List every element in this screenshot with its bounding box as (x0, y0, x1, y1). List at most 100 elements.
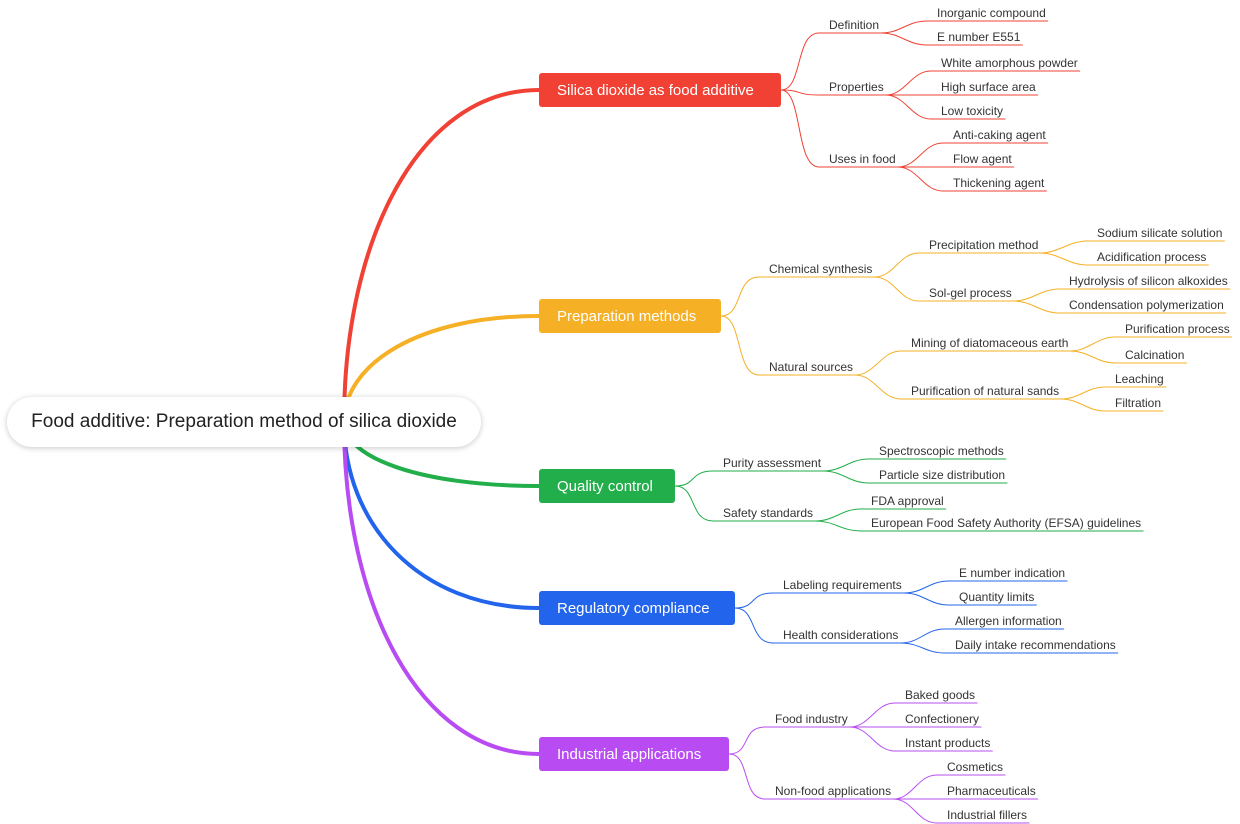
node-pharmaceuticals[interactable]: Pharmaceuticals (947, 784, 1036, 798)
link-daily-intake-recommendations (899, 642, 1119, 654)
node-mining-of-diatomaceous-earth[interactable]: Mining of diatomaceous earth (911, 336, 1069, 350)
node-labeling-requirements[interactable]: Labeling requirements (783, 578, 902, 592)
link-safety-standards (674, 485, 816, 522)
node-e-number-indication[interactable]: E number indication (959, 566, 1066, 580)
root-node[interactable]: Food additive: Preparation method of sil… (7, 397, 481, 447)
node-spectroscopic-methods[interactable]: Spectroscopic methods (879, 444, 1004, 458)
link-fda-approval (814, 508, 947, 522)
link-leaching (1060, 386, 1167, 400)
node-safety-standards[interactable]: Safety standards (723, 506, 814, 520)
branch-label: Quality control (557, 477, 653, 495)
node-hydrolysis-of-silicon-alkoxides[interactable]: Hydrolysis of silicon alkoxides (1069, 274, 1228, 288)
link-spectroscopic-methods (822, 458, 1007, 472)
node-confectionery[interactable]: Confectionery (905, 712, 980, 726)
link-definition (780, 32, 882, 91)
branch-node-preparation-methods[interactable]: Preparation methods (539, 299, 721, 333)
link-purification-of-natural-sands (854, 374, 1062, 400)
node-fda-approval[interactable]: FDA approval (871, 494, 944, 508)
node-food-industry[interactable]: Food industry (775, 712, 848, 726)
node-daily-intake-recommendations[interactable]: Daily intake recommendations (955, 638, 1116, 652)
link-low-toxicity (885, 94, 1006, 120)
node-non-food-applications[interactable]: Non-food applications (775, 784, 892, 798)
link-particle-size-distribution (822, 470, 1008, 484)
node-condensation-polymerization[interactable]: Condensation polymerization (1069, 298, 1224, 312)
node-baked-goods[interactable]: Baked goods (905, 688, 976, 702)
link-e-number-e551 (880, 32, 1023, 46)
link-non-food-applications (728, 753, 894, 800)
node-leaching[interactable]: Leaching (1115, 372, 1164, 386)
link-e-number-indication (903, 580, 1068, 594)
node-anti-caking-agent[interactable]: Anti-caking agent (953, 128, 1046, 142)
node-european-food-safety-authority-efsa-guidelines[interactable]: European Food Safety Authority (EFSA) gu… (871, 516, 1142, 530)
node-cosmetics[interactable]: Cosmetics (947, 760, 1004, 774)
link-uses-in-food (780, 89, 899, 168)
link-instant-products (849, 726, 993, 752)
branch-node-regulatory-compliance[interactable]: Regulatory compliance (539, 591, 735, 625)
node-e-number-e551[interactable]: E number E551 (937, 30, 1021, 44)
node-properties[interactable]: Properties (829, 80, 884, 94)
node-purification-process[interactable]: Purification process (1125, 322, 1230, 336)
branch-node-quality-control[interactable]: Quality control (539, 469, 675, 503)
link-calcination (1069, 350, 1187, 364)
branch-label: Industrial applications (557, 745, 702, 763)
node-definition[interactable]: Definition (829, 18, 880, 32)
node-inorganic-compound[interactable]: Inorganic compound (937, 6, 1046, 20)
branch-link-silica-dioxide-as-food-additive (342, 88, 541, 424)
root-label: Food additive: Preparation method of sil… (31, 411, 457, 432)
node-high-surface-area[interactable]: High surface area (941, 80, 1036, 94)
node-white-amorphous-powder[interactable]: White amorphous powder (941, 56, 1078, 70)
link-precipitation-method (873, 252, 1041, 278)
link-purity-assessment (674, 470, 824, 487)
node-natural-sources[interactable]: Natural sources (769, 360, 854, 374)
branch-label: Regulatory compliance (557, 599, 710, 617)
node-calcination[interactable]: Calcination (1125, 348, 1185, 362)
link-inorganic-compound (880, 20, 1049, 34)
link-labeling-requirements (734, 592, 905, 609)
node-particle-size-distribution[interactable]: Particle size distribution (879, 468, 1006, 482)
link-european-food-safety-authority-efsa-guidelines (814, 520, 1144, 532)
link-purification-process (1069, 336, 1233, 352)
branch-link-regulatory-compliance (342, 420, 541, 610)
link-food-industry (728, 726, 851, 755)
node-acidification-process[interactable]: Acidification process (1097, 250, 1207, 264)
link-cosmetics (892, 774, 1006, 800)
link-allergen-information (899, 628, 1065, 644)
node-allergen-information[interactable]: Allergen information (955, 614, 1062, 628)
link-baked-goods (849, 702, 978, 728)
node-uses-in-food[interactable]: Uses in food (829, 152, 896, 166)
branch-node-silica-dioxide-as-food-additive[interactable]: Silica dioxide as food additive (539, 73, 781, 107)
link-chemical-synthesis (720, 276, 875, 317)
link-condensation-polymerization (1013, 300, 1227, 314)
link-white-amorphous-powder (885, 70, 1081, 96)
link-anti-caking-agent (897, 142, 1049, 168)
branch-label: Preparation methods (557, 307, 697, 325)
node-flow-agent[interactable]: Flow agent (953, 152, 1012, 166)
link-filtration (1060, 398, 1164, 412)
node-purification-of-natural-sands[interactable]: Purification of natural sands (911, 384, 1060, 398)
branch-link-industrial-applications (342, 420, 541, 756)
link-acidification-process (1039, 252, 1209, 266)
node-low-toxicity[interactable]: Low toxicity (941, 104, 1004, 118)
branch-node-industrial-applications[interactable]: Industrial applications (539, 737, 729, 771)
node-sol-gel-process[interactable]: Sol-gel process (929, 286, 1012, 300)
link-industrial-fillers (892, 798, 1030, 824)
link-sodium-silicate-solution (1039, 240, 1225, 254)
node-industrial-fillers[interactable]: Industrial fillers (947, 808, 1028, 822)
link-thickening-agent (897, 166, 1047, 192)
node-filtration[interactable]: Filtration (1115, 396, 1162, 410)
node-quantity-limits[interactable]: Quantity limits (959, 590, 1035, 604)
node-chemical-synthesis[interactable]: Chemical synthesis (769, 262, 873, 276)
node-instant-products[interactable]: Instant products (905, 736, 991, 750)
link-health-considerations (734, 607, 901, 644)
node-precipitation-method[interactable]: Precipitation method (929, 238, 1039, 252)
branch-label: Silica dioxide as food additive (557, 81, 754, 99)
node-purity-assessment[interactable]: Purity assessment (723, 456, 822, 470)
node-thickening-agent[interactable]: Thickening agent (953, 176, 1045, 190)
link-natural-sources (720, 315, 856, 376)
link-quantity-limits (903, 592, 1037, 606)
node-sodium-silicate-solution[interactable]: Sodium silicate solution (1097, 226, 1223, 240)
link-sol-gel-process (873, 276, 1015, 302)
node-health-considerations[interactable]: Health considerations (783, 628, 899, 642)
